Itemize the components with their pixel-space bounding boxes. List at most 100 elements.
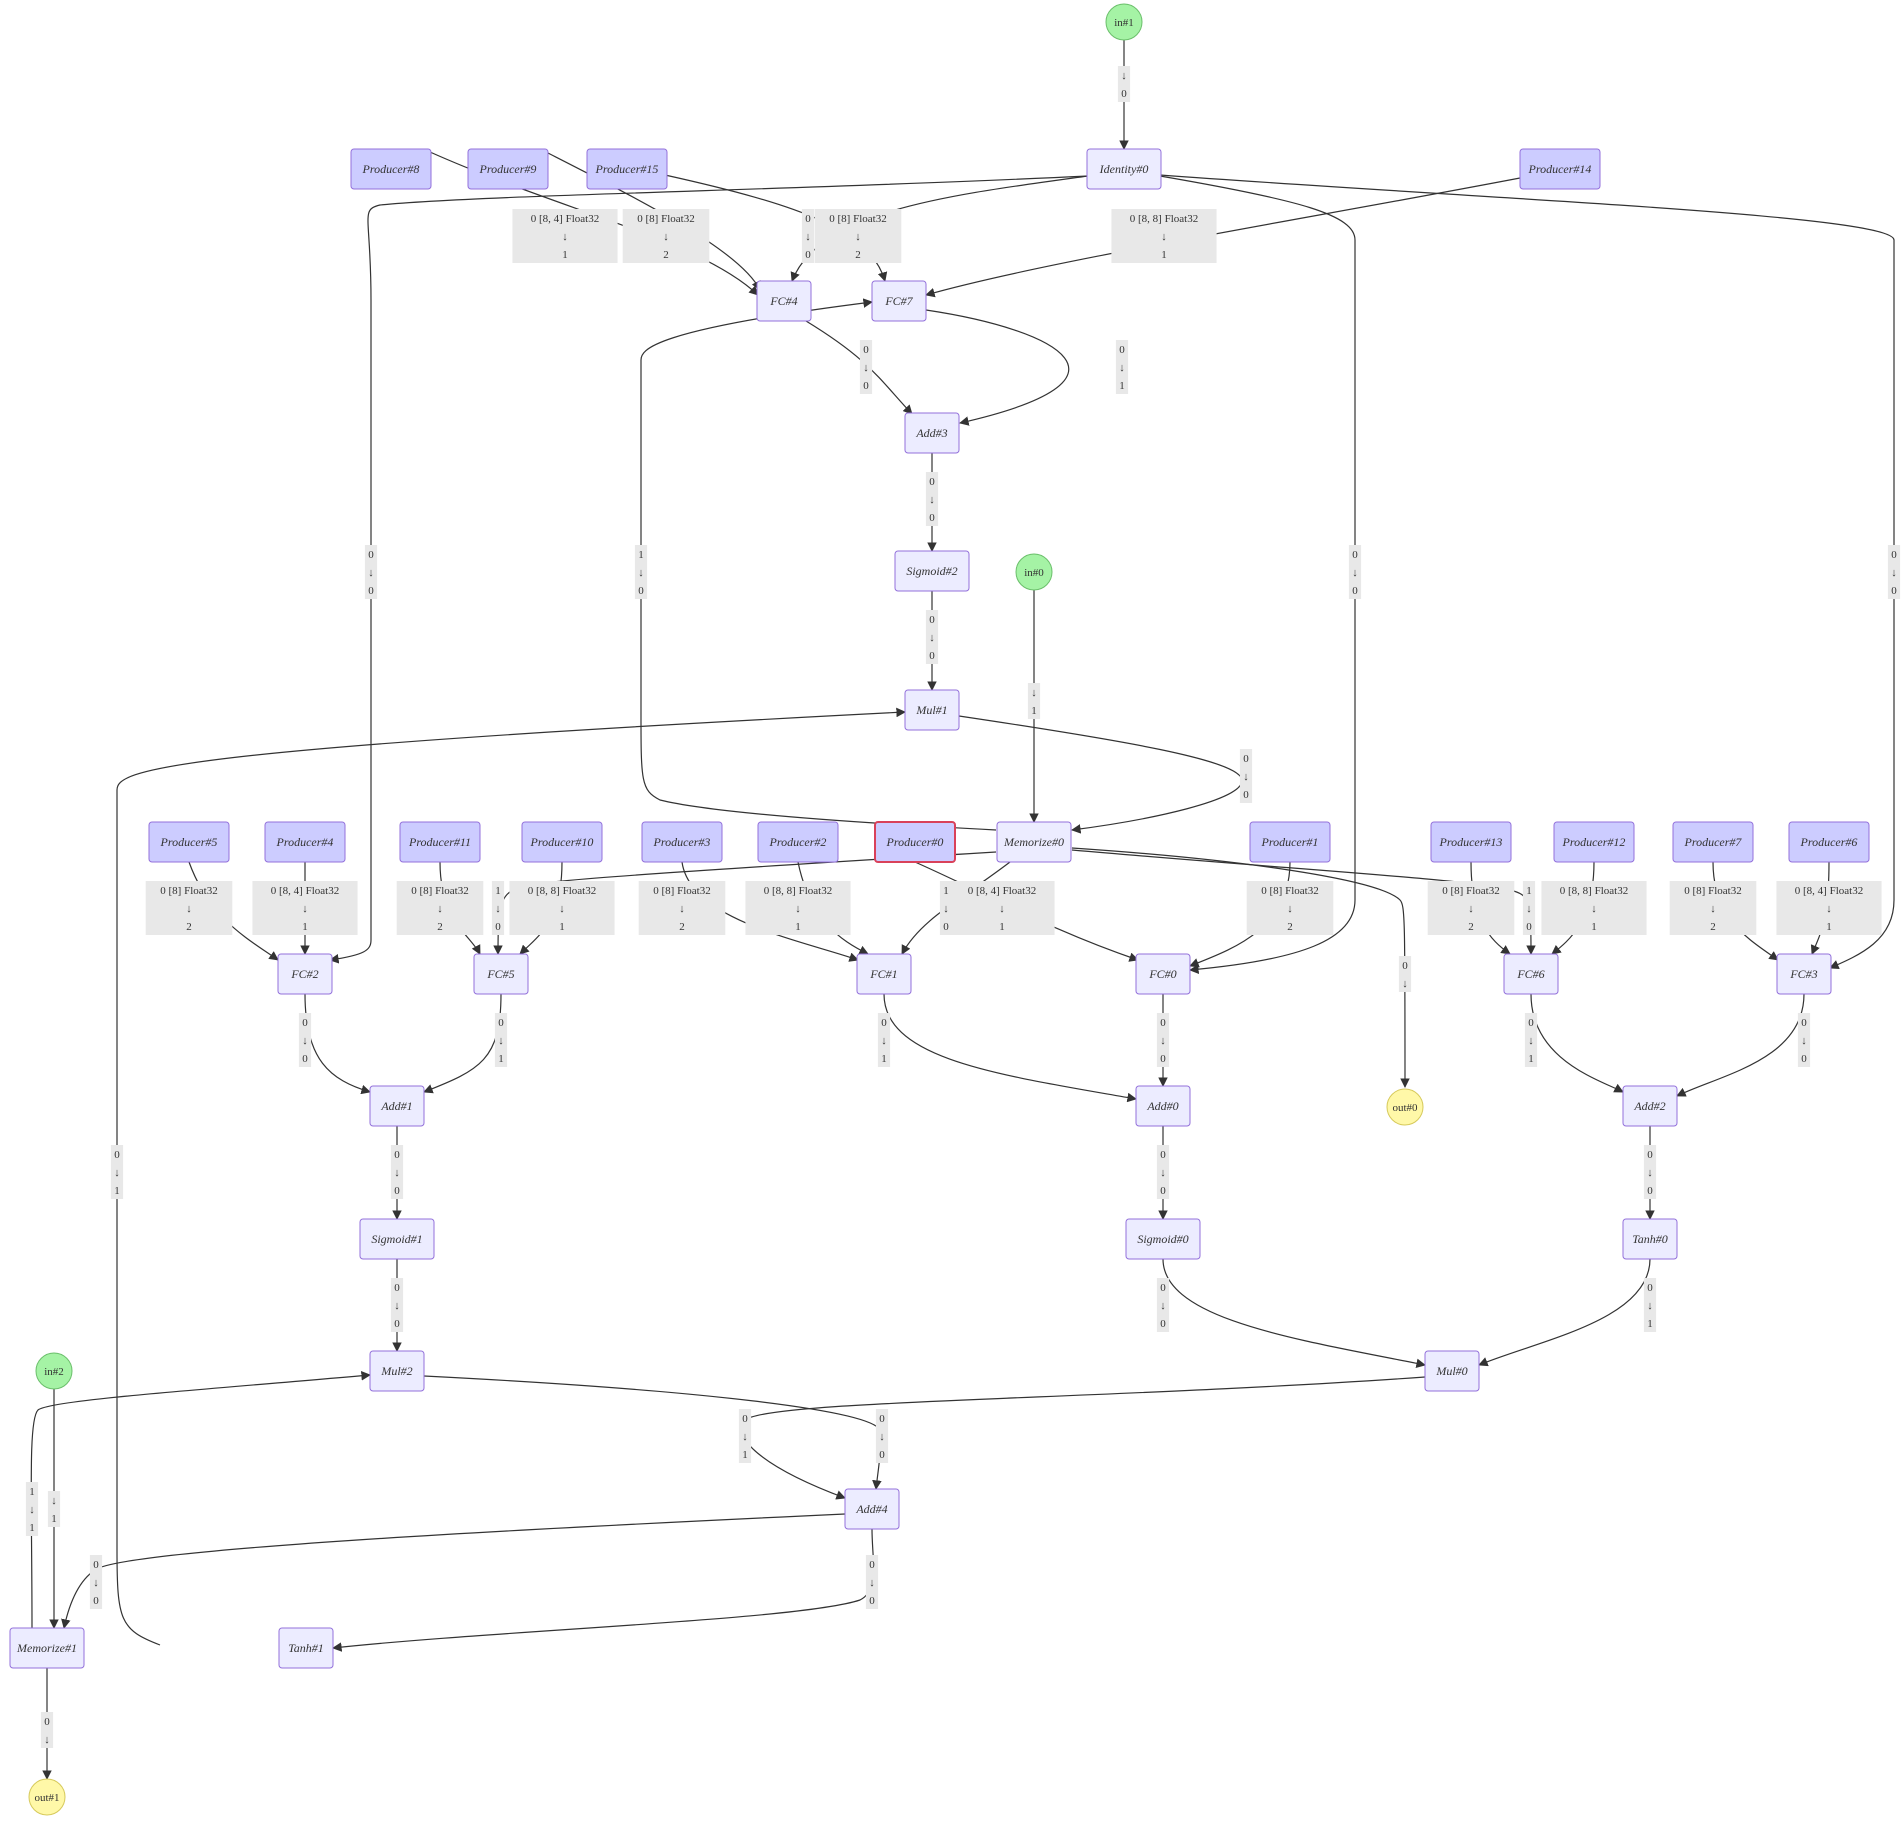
producer-node-p2[interactable]: Producer#2 [757, 821, 839, 863]
edge-label-top: 0 [1160, 1149, 1166, 1161]
op-node-tanh1[interactable]: Tanh#1 [278, 1627, 334, 1669]
op-node-sig1[interactable]: Sigmoid#1 [359, 1218, 435, 1260]
edge-label: 0↓0 [1239, 749, 1253, 803]
op-node-mul2[interactable]: Mul#2 [369, 1350, 425, 1392]
node-label: Mul#0 [1435, 1364, 1467, 1378]
edge-label: 0↓0 [801, 209, 815, 263]
node-box [641, 821, 723, 863]
node-box [467, 148, 549, 190]
edge-label-mid: ↓ [562, 231, 568, 243]
output-node-out0[interactable]: out#0 [1386, 1088, 1424, 1126]
producer-node-p1[interactable]: Producer#1 [1249, 821, 1331, 863]
edge-label: ↓0 [1117, 66, 1131, 102]
input-node-in0[interactable]: in#0 [1015, 553, 1053, 591]
producer-node-p14[interactable]: Producer#14 [1519, 148, 1601, 190]
op-node-add0[interactable]: Add#0 [1135, 1085, 1191, 1127]
node-box [586, 148, 668, 190]
edge-label: 0 [8, 8] Float32↓1 [1111, 209, 1217, 263]
edge-label-mid: ↓ [943, 903, 949, 915]
op-node-add2[interactable]: Add#2 [1622, 1085, 1678, 1127]
node-label: Sigmoid#0 [1137, 1232, 1188, 1246]
op-node-fc0[interactable]: FC#0 [1135, 953, 1191, 995]
producer-node-p12[interactable]: Producer#12 [1553, 821, 1635, 863]
edge-label-bot: 1 [1591, 921, 1597, 933]
op-node-fc3[interactable]: FC#3 [1776, 953, 1832, 995]
edge-label: 0 [8] Float32↓2 [145, 881, 233, 935]
producer-node-p6[interactable]: Producer#6 [1788, 821, 1870, 863]
edge-label: 0↓1 [1524, 1013, 1538, 1067]
node-box [871, 280, 927, 322]
edge-label-bot: 0 [1647, 1185, 1653, 1197]
edge-label-top: 0 [114, 1149, 120, 1161]
op-node-fc4[interactable]: FC#4 [756, 280, 812, 322]
output-node-out1[interactable]: out#1 [28, 1778, 66, 1816]
node-box [756, 280, 812, 322]
edge-label-mid: ↓ [437, 903, 443, 915]
producer-node-p5[interactable]: Producer#5 [148, 821, 230, 863]
op-node-sig2[interactable]: Sigmoid#2 [894, 550, 970, 592]
node-label: in#2 [44, 1366, 64, 1378]
edge-label-background [1111, 209, 1217, 263]
input-node-in2[interactable]: in#2 [35, 1352, 73, 1390]
node-box [1430, 821, 1512, 863]
edge-add4-tanh1 [332, 1528, 875, 1652]
producer-node-p7[interactable]: Producer#7 [1672, 821, 1754, 863]
producer-node-p10[interactable]: Producer#10 [521, 821, 603, 863]
op-node-add1[interactable]: Add#1 [369, 1085, 425, 1127]
producer-node-p13[interactable]: Producer#13 [1430, 821, 1512, 863]
edge-label-top: 1 [1526, 885, 1532, 897]
edge-label-bot: 2 [186, 921, 192, 933]
edge-label: 0↓0 [364, 545, 378, 599]
edge-label-background [509, 881, 615, 935]
edge-label: 0 [8] Float32↓2 [1246, 881, 1334, 935]
producer-node-p3[interactable]: Producer#3 [641, 821, 723, 863]
edge-label: 0 [8, 4] Float32↓1 [1776, 881, 1882, 935]
edge-label: 0↓1 [738, 1409, 752, 1463]
op-node-fc5[interactable]: FC#5 [473, 953, 529, 995]
edge-label-mid: ↓ [1402, 978, 1408, 990]
op-node-add3[interactable]: Add#3 [904, 412, 960, 454]
node-label: Tanh#1 [288, 1641, 324, 1655]
edge-label-mid: ↓ [795, 903, 801, 915]
producer-node-p0[interactable]: Producer#0 [874, 821, 956, 863]
node-label: Producer#6 [1800, 835, 1858, 849]
op-node-mul0[interactable]: Mul#0 [1424, 1350, 1480, 1392]
edge-label-top: 0 [879, 1413, 885, 1425]
op-node-tanh0[interactable]: Tanh#0 [1622, 1218, 1678, 1260]
input-node-in1[interactable]: in#1 [1105, 3, 1143, 41]
edge-label-bot: 0 [93, 1595, 99, 1607]
producer-node-p15[interactable]: Producer#15 [586, 148, 668, 190]
edge-label: 1↓1 [25, 1482, 39, 1536]
op-node-fc1[interactable]: FC#1 [856, 953, 912, 995]
node-box [1776, 953, 1832, 995]
edge-label-background [1156, 1013, 1170, 1067]
producer-node-p11[interactable]: Producer#11 [399, 821, 481, 863]
edge-label-top: 0 [8, 8] Float32 [528, 885, 596, 897]
op-node-mem1[interactable]: Memorize#1 [9, 1627, 85, 1669]
op-node-mem0[interactable]: Memorize#0 [996, 821, 1072, 863]
edge-label-mid: ↓ [186, 903, 192, 915]
producer-node-p8[interactable]: Producer#8 [350, 148, 432, 190]
op-node-fc6[interactable]: FC#6 [1503, 953, 1559, 995]
edge-label-top: 0 [8, 8] Float32 [764, 885, 832, 897]
op-node-fc7[interactable]: FC#7 [871, 280, 927, 322]
node-label: Memorize#1 [16, 1641, 77, 1655]
edge-sig0-mul0 [1162, 1258, 1426, 1369]
edge-label-top: ↓ [1031, 687, 1037, 699]
edge-label-bot: 0 [1526, 921, 1532, 933]
edge-label-background [364, 545, 378, 599]
edge-tanh0-mul0 [1478, 1258, 1651, 1367]
edge-label-mid: ↓ [93, 1577, 99, 1589]
op-node-mul1[interactable]: Mul#1 [904, 689, 960, 731]
node-label: Producer#12 [1562, 835, 1626, 849]
op-node-fc2[interactable]: FC#2 [277, 953, 333, 995]
edge-label-mid: 1 [51, 1513, 57, 1525]
edge-label: 0↓0 [390, 1278, 404, 1332]
op-node-sig0[interactable]: Sigmoid#0 [1125, 1218, 1201, 1260]
producer-node-p4[interactable]: Producer#4 [264, 821, 346, 863]
producer-node-p9[interactable]: Producer#9 [467, 148, 549, 190]
op-node-identity0[interactable]: Identity#0 [1086, 148, 1162, 190]
edge-label-background [1887, 545, 1901, 599]
op-node-add4[interactable]: Add#4 [844, 1488, 900, 1530]
